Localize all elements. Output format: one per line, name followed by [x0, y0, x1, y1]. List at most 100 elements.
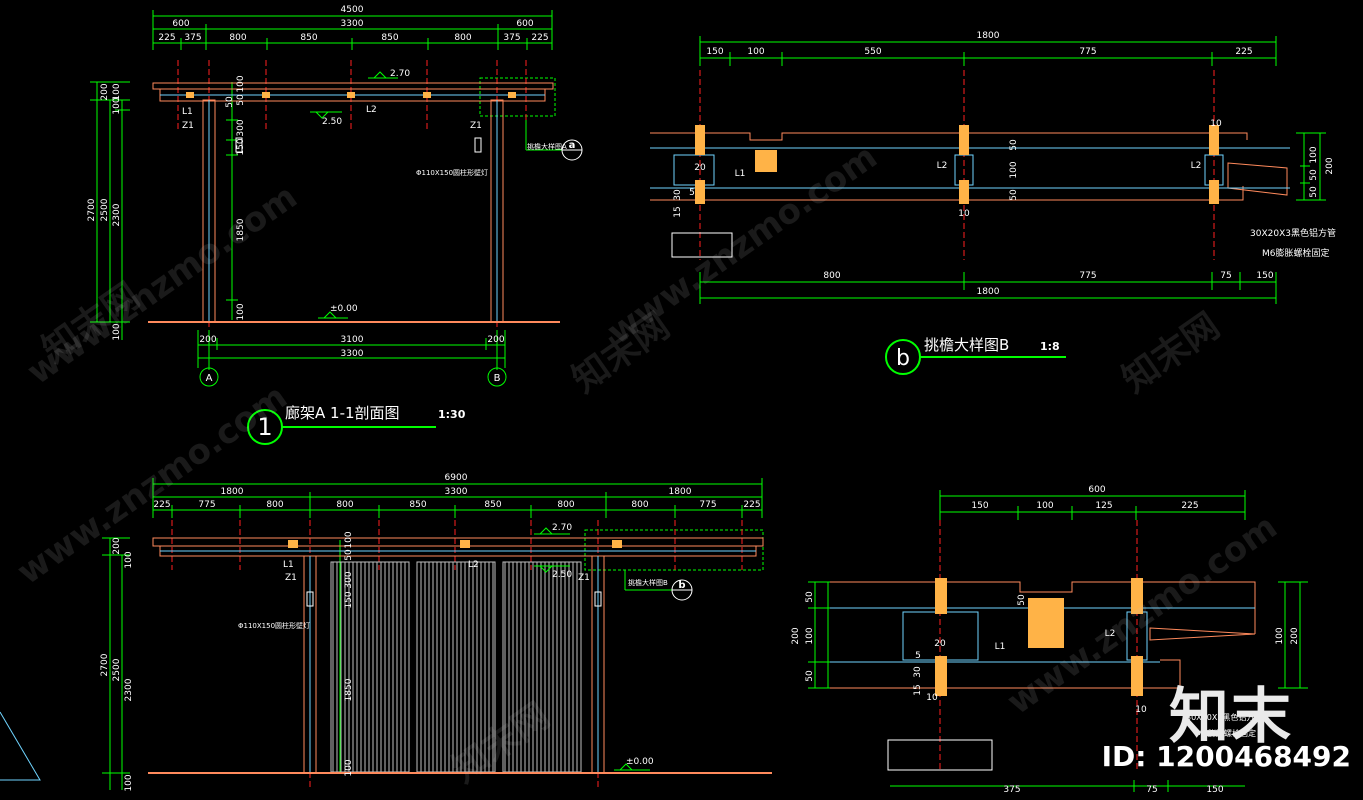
- view2-note-lamp: Φ110X150圆柱形壁灯: [238, 621, 310, 630]
- view2-dimension-lines: [102, 478, 764, 790]
- view2-dim-2500: 2500: [112, 658, 122, 681]
- viewa-dim-l-50-a: 50: [805, 591, 815, 603]
- view2-dim-800-b: 800: [336, 500, 353, 510]
- viewa-hardware: [935, 578, 1143, 696]
- view1-grid-bubbles: [199, 139, 583, 387]
- view1-dim-600-right: 600: [516, 19, 533, 29]
- viewa-centerlines: [939, 520, 1138, 770]
- view1-grid-A: A: [206, 373, 213, 384]
- view2-level-0-00: ±0.00: [626, 757, 654, 767]
- viewb-inner-15: 15: [673, 206, 683, 217]
- view1-dim-total: 4500: [341, 5, 364, 15]
- viewa-label-L1: L1: [995, 642, 1006, 652]
- viewb-dim-775-bottom: 775: [1079, 271, 1096, 281]
- view1-title-number: 1: [257, 413, 272, 441]
- viewb-beam-outline: [650, 132, 1288, 201]
- view1-label-L1: L1: [182, 107, 193, 117]
- corner-triangle-fragment: [0, 711, 41, 781]
- view1-level-markers: [310, 71, 398, 319]
- view1-note-detail-a: 挑檐大样图A: [527, 142, 567, 151]
- viewa-dim-r-200: 200: [1290, 627, 1300, 644]
- viewb-inner-10-b: 10: [1210, 119, 1222, 129]
- view2-callout-b: b: [678, 580, 685, 591]
- viewb-inner-20: 20: [694, 163, 706, 173]
- view-2-elevation: 6900 1800 3300 1800 225 775 800 800 850 …: [0, 473, 772, 792]
- view2-dim-850-a: 850: [409, 500, 426, 510]
- viewb-title-scale: 1:8: [1040, 340, 1060, 353]
- view1-dim-2500: 2500: [100, 198, 110, 221]
- viewb-inner-30: 30: [673, 189, 683, 201]
- viewa-dim-150: 150: [971, 501, 988, 511]
- viewa-inner-10-b: 10: [1135, 705, 1147, 715]
- view2-level-markers: [534, 527, 650, 771]
- view1-callout-a: a: [569, 140, 576, 151]
- view2-dim-100-b: 100: [124, 774, 134, 791]
- viewb-label-L2-a: L2: [937, 161, 948, 171]
- viewb-dim-75: 75: [1220, 271, 1231, 281]
- view1-dim-850-a: 850: [300, 33, 317, 43]
- view2-dim-1800-l: 1800: [221, 487, 244, 497]
- viewb-column-base: [671, 232, 733, 258]
- viewa-dim-600: 600: [1088, 485, 1105, 495]
- view2-label-Z1-right: Z1: [578, 573, 590, 583]
- view1-dim-225-left: 225: [158, 33, 175, 43]
- view1-inner-100: 100: [236, 75, 246, 92]
- view2-dim-100-a: 100: [124, 551, 134, 568]
- viewa-dimension-lines: [808, 490, 1308, 792]
- view2-dim-3300: 3300: [445, 487, 468, 497]
- view-b-detail: 1800 150 100 550 775 225 800 775 75 150 …: [650, 31, 1336, 375]
- viewb-dim-225: 225: [1235, 47, 1252, 57]
- viewa-column-base: [887, 739, 993, 771]
- viewb-dim-1800-bottom: 1800: [977, 287, 1000, 297]
- view1-title-name: 廊架A 1-1剖面图: [285, 404, 400, 422]
- viewb-inner-100: 100: [1009, 161, 1019, 178]
- viewb-hardware: [695, 125, 1219, 204]
- view2-inner-150: 150: [344, 591, 354, 608]
- view1-title-scale: 1:30: [438, 408, 466, 421]
- view1-level-2-70: 2.70: [390, 69, 410, 79]
- view2-dim-775-l: 775: [198, 500, 215, 510]
- view1-inner-300: 300: [236, 119, 246, 136]
- viewb-inner-50-a: 50: [1009, 139, 1019, 151]
- view1-dim-100-b: 100: [112, 97, 122, 114]
- viewa-dim-l-50-b: 50: [805, 670, 815, 682]
- viewb-dim-150-bottom: 150: [1256, 271, 1273, 281]
- view2-roof-beam: [152, 537, 764, 557]
- view1-dim-bottom-200-r: 200: [487, 335, 504, 345]
- view1-inner-50: 50: [236, 94, 246, 106]
- view2-level-2-50: 2.50: [552, 570, 572, 580]
- viewa-dim-75: 75: [1146, 785, 1157, 795]
- viewa-inner-50: 50: [1017, 594, 1027, 606]
- viewa-inner-30: 30: [913, 666, 923, 678]
- view2-label-L1: L1: [283, 560, 294, 570]
- view1-dim-800-left: 800: [229, 33, 246, 43]
- viewb-dim-r-50-b: 50: [1309, 186, 1319, 198]
- view1-dim-3300: 3300: [341, 19, 364, 29]
- viewa-dim-100: 100: [1036, 501, 1053, 511]
- viewa-note-bolt: M6膨胀螺栓固定: [1196, 728, 1256, 738]
- viewb-title-letter: b: [896, 346, 910, 371]
- viewb-inner-50-b: 50: [1009, 189, 1019, 201]
- view1-dim-600-left: 600: [172, 19, 189, 29]
- viewb-dim-775: 775: [1079, 47, 1096, 57]
- viewa-dim-375: 375: [1003, 785, 1020, 795]
- view1-dim-225-right: 225: [531, 33, 548, 43]
- view1-level-0-00: ±0.00: [330, 304, 358, 314]
- view1-note-lamp: Φ110X150圆柱形壁灯: [416, 168, 488, 177]
- view2-screen-panels: [330, 561, 582, 773]
- view1-dim-bottom-3300: 3300: [341, 349, 364, 359]
- view1-roof-beam: [152, 82, 554, 102]
- viewb-dim-150: 150: [706, 47, 723, 57]
- view1-grid-B: B: [494, 373, 501, 384]
- viewb-dim-r-50-a: 50: [1309, 169, 1319, 181]
- brand-logo: 知末: [1169, 682, 1293, 752]
- viewb-title-name: 挑檐大样图B: [924, 336, 1009, 354]
- view1-inner-50-b: 50: [225, 96, 235, 108]
- viewa-beam-outline: [830, 581, 1256, 689]
- viewa-dim-l-200: 200: [791, 627, 801, 644]
- view1-dim-2700: 2700: [87, 198, 97, 221]
- view1-label-Z1: Z1: [182, 121, 194, 131]
- view2-dim-775-r: 775: [699, 500, 716, 510]
- view-a-detail: 600 150 100 125 225 375 75 150 50 100 50…: [791, 485, 1308, 795]
